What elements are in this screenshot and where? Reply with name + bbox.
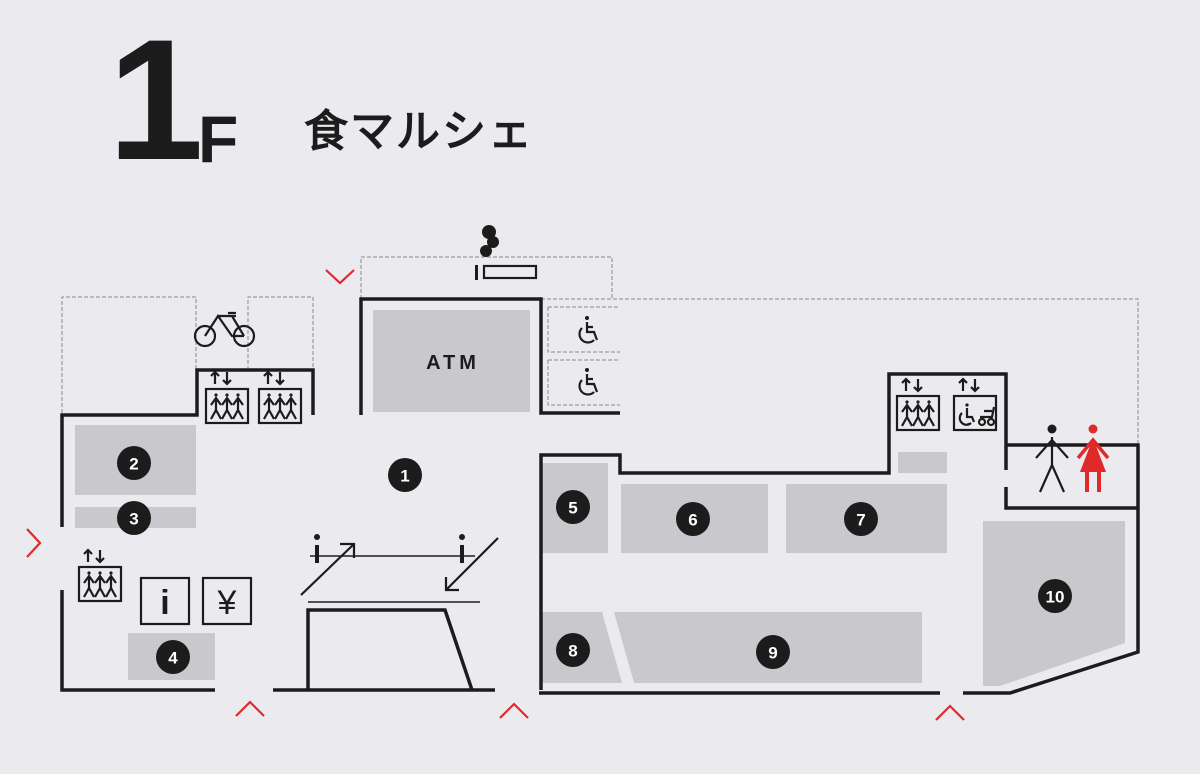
escalator-down-icon [444,534,499,592]
wheelchair-icon [578,316,599,344]
entrance-chevron-icon[interactable] [499,702,529,719]
floor-number: 1 [108,4,204,196]
shop-number-badge [844,502,878,536]
shop-number-badge [388,458,422,492]
shop-number: 8 [568,642,577,661]
shop-marker-1[interactable]: 1 [388,458,422,492]
shop-number: 5 [568,499,577,518]
shop-number-badge [156,640,190,674]
shop-number: 7 [856,511,865,530]
shop-marker-9[interactable]: 9 [756,635,790,669]
shop-marker-3[interactable]: 3 [117,501,151,535]
entrance-chevron-icon[interactable] [26,528,42,558]
shop-number: 6 [688,511,697,530]
shop-areas [75,310,1125,686]
escalator-up-icon [300,534,356,596]
storage-area [898,452,947,473]
floor-suffix: F [198,102,239,176]
outdoor-outlines [61,256,1139,445]
shop-number-badge [556,633,590,667]
information-icon[interactable]: i [139,576,191,626]
shop-number: 10 [1046,588,1065,607]
shop-number: 3 [129,510,138,529]
shop-marker-5[interactable]: 5 [556,490,590,524]
elevator-icon [204,370,250,425]
shop-marker-7[interactable]: 7 [844,502,878,536]
shop-number: 2 [129,455,138,474]
shop-marker-6[interactable]: 6 [676,502,710,536]
shop-number: 9 [768,644,777,663]
entrance-chevron-icon[interactable] [235,700,265,717]
shop-number-badge [556,490,590,524]
entrances [26,269,965,721]
shop-number: 1 [400,467,409,486]
entrance-chevron-icon[interactable] [325,269,355,285]
atm-label[interactable]: ATM [426,352,480,374]
elevator-icon [257,370,303,425]
restroom-female-icon [1076,424,1110,492]
shop-marker-4[interactable]: 4 [156,640,190,674]
shop-marker-10[interactable]: 10 [1038,579,1072,613]
bicycle-icon [193,311,256,348]
shop-number-badge [117,446,151,480]
shop-number: 4 [168,649,178,668]
shop-number-badge [676,502,710,536]
wheelchair-icon [578,368,599,396]
info-label: i [160,584,169,622]
walls [60,297,1140,695]
currency-exchange-icon[interactable]: ¥ [201,576,253,626]
shop-area-atm [373,310,530,412]
shop-marker-8[interactable]: 8 [556,633,590,667]
entrance-chevron-icon[interactable] [935,704,965,721]
elevator-icon [77,548,123,603]
shop-number-badge [117,501,151,535]
restroom-male-icon [1035,424,1069,493]
shop-number-badge [1038,579,1072,613]
shop-number-badge [756,635,790,669]
yen-label: ¥ [217,584,237,622]
floor-name: 食マルシェ [304,106,534,157]
accessible-elevator-icon [952,377,998,432]
elevator-icon [895,377,941,432]
shop-marker-2[interactable]: 2 [117,446,151,480]
smoking-icon [475,225,538,280]
